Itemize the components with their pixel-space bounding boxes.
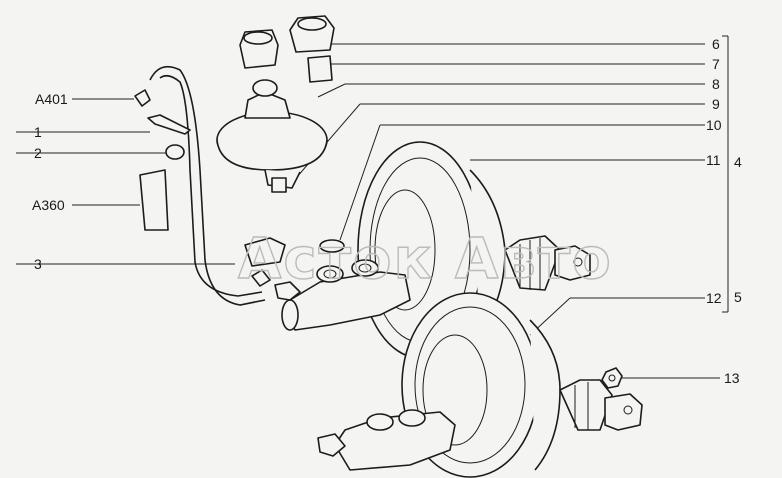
callout-7: 7 xyxy=(712,56,720,72)
master-cylinder-upper xyxy=(274,259,411,331)
callout-1: 1 xyxy=(34,124,42,140)
callout-6: 6 xyxy=(712,36,720,52)
callout-10: 10 xyxy=(706,117,722,133)
callout-2: 2 xyxy=(34,145,42,161)
callout-12: 12 xyxy=(706,290,722,306)
callout-3: 3 xyxy=(34,256,42,272)
group-label-5: 5 xyxy=(734,289,742,305)
callout-11: 11 xyxy=(706,152,721,168)
callout-a401: A401 xyxy=(35,91,68,107)
callout-13: 13 xyxy=(724,370,740,386)
leader-lines xyxy=(16,35,729,379)
callout-8: 8 xyxy=(712,76,720,92)
vacuum-tank-8 xyxy=(216,79,328,193)
small-parts xyxy=(134,89,345,287)
callout-9: 9 xyxy=(712,96,720,112)
nut-13-icon xyxy=(601,367,623,389)
master-cylinder-lower xyxy=(317,409,456,471)
callout-labels: A401 1 2 A360 3 6 7 8 9 10 11 12 13 4 5 xyxy=(32,36,742,386)
callout-a360: A360 xyxy=(32,197,65,213)
reservoir-cap-6 xyxy=(239,15,335,83)
vacuum-hose-3 xyxy=(149,65,266,306)
group-label-4: 4 xyxy=(734,154,742,170)
watermark: Асток Авто xyxy=(238,227,613,292)
